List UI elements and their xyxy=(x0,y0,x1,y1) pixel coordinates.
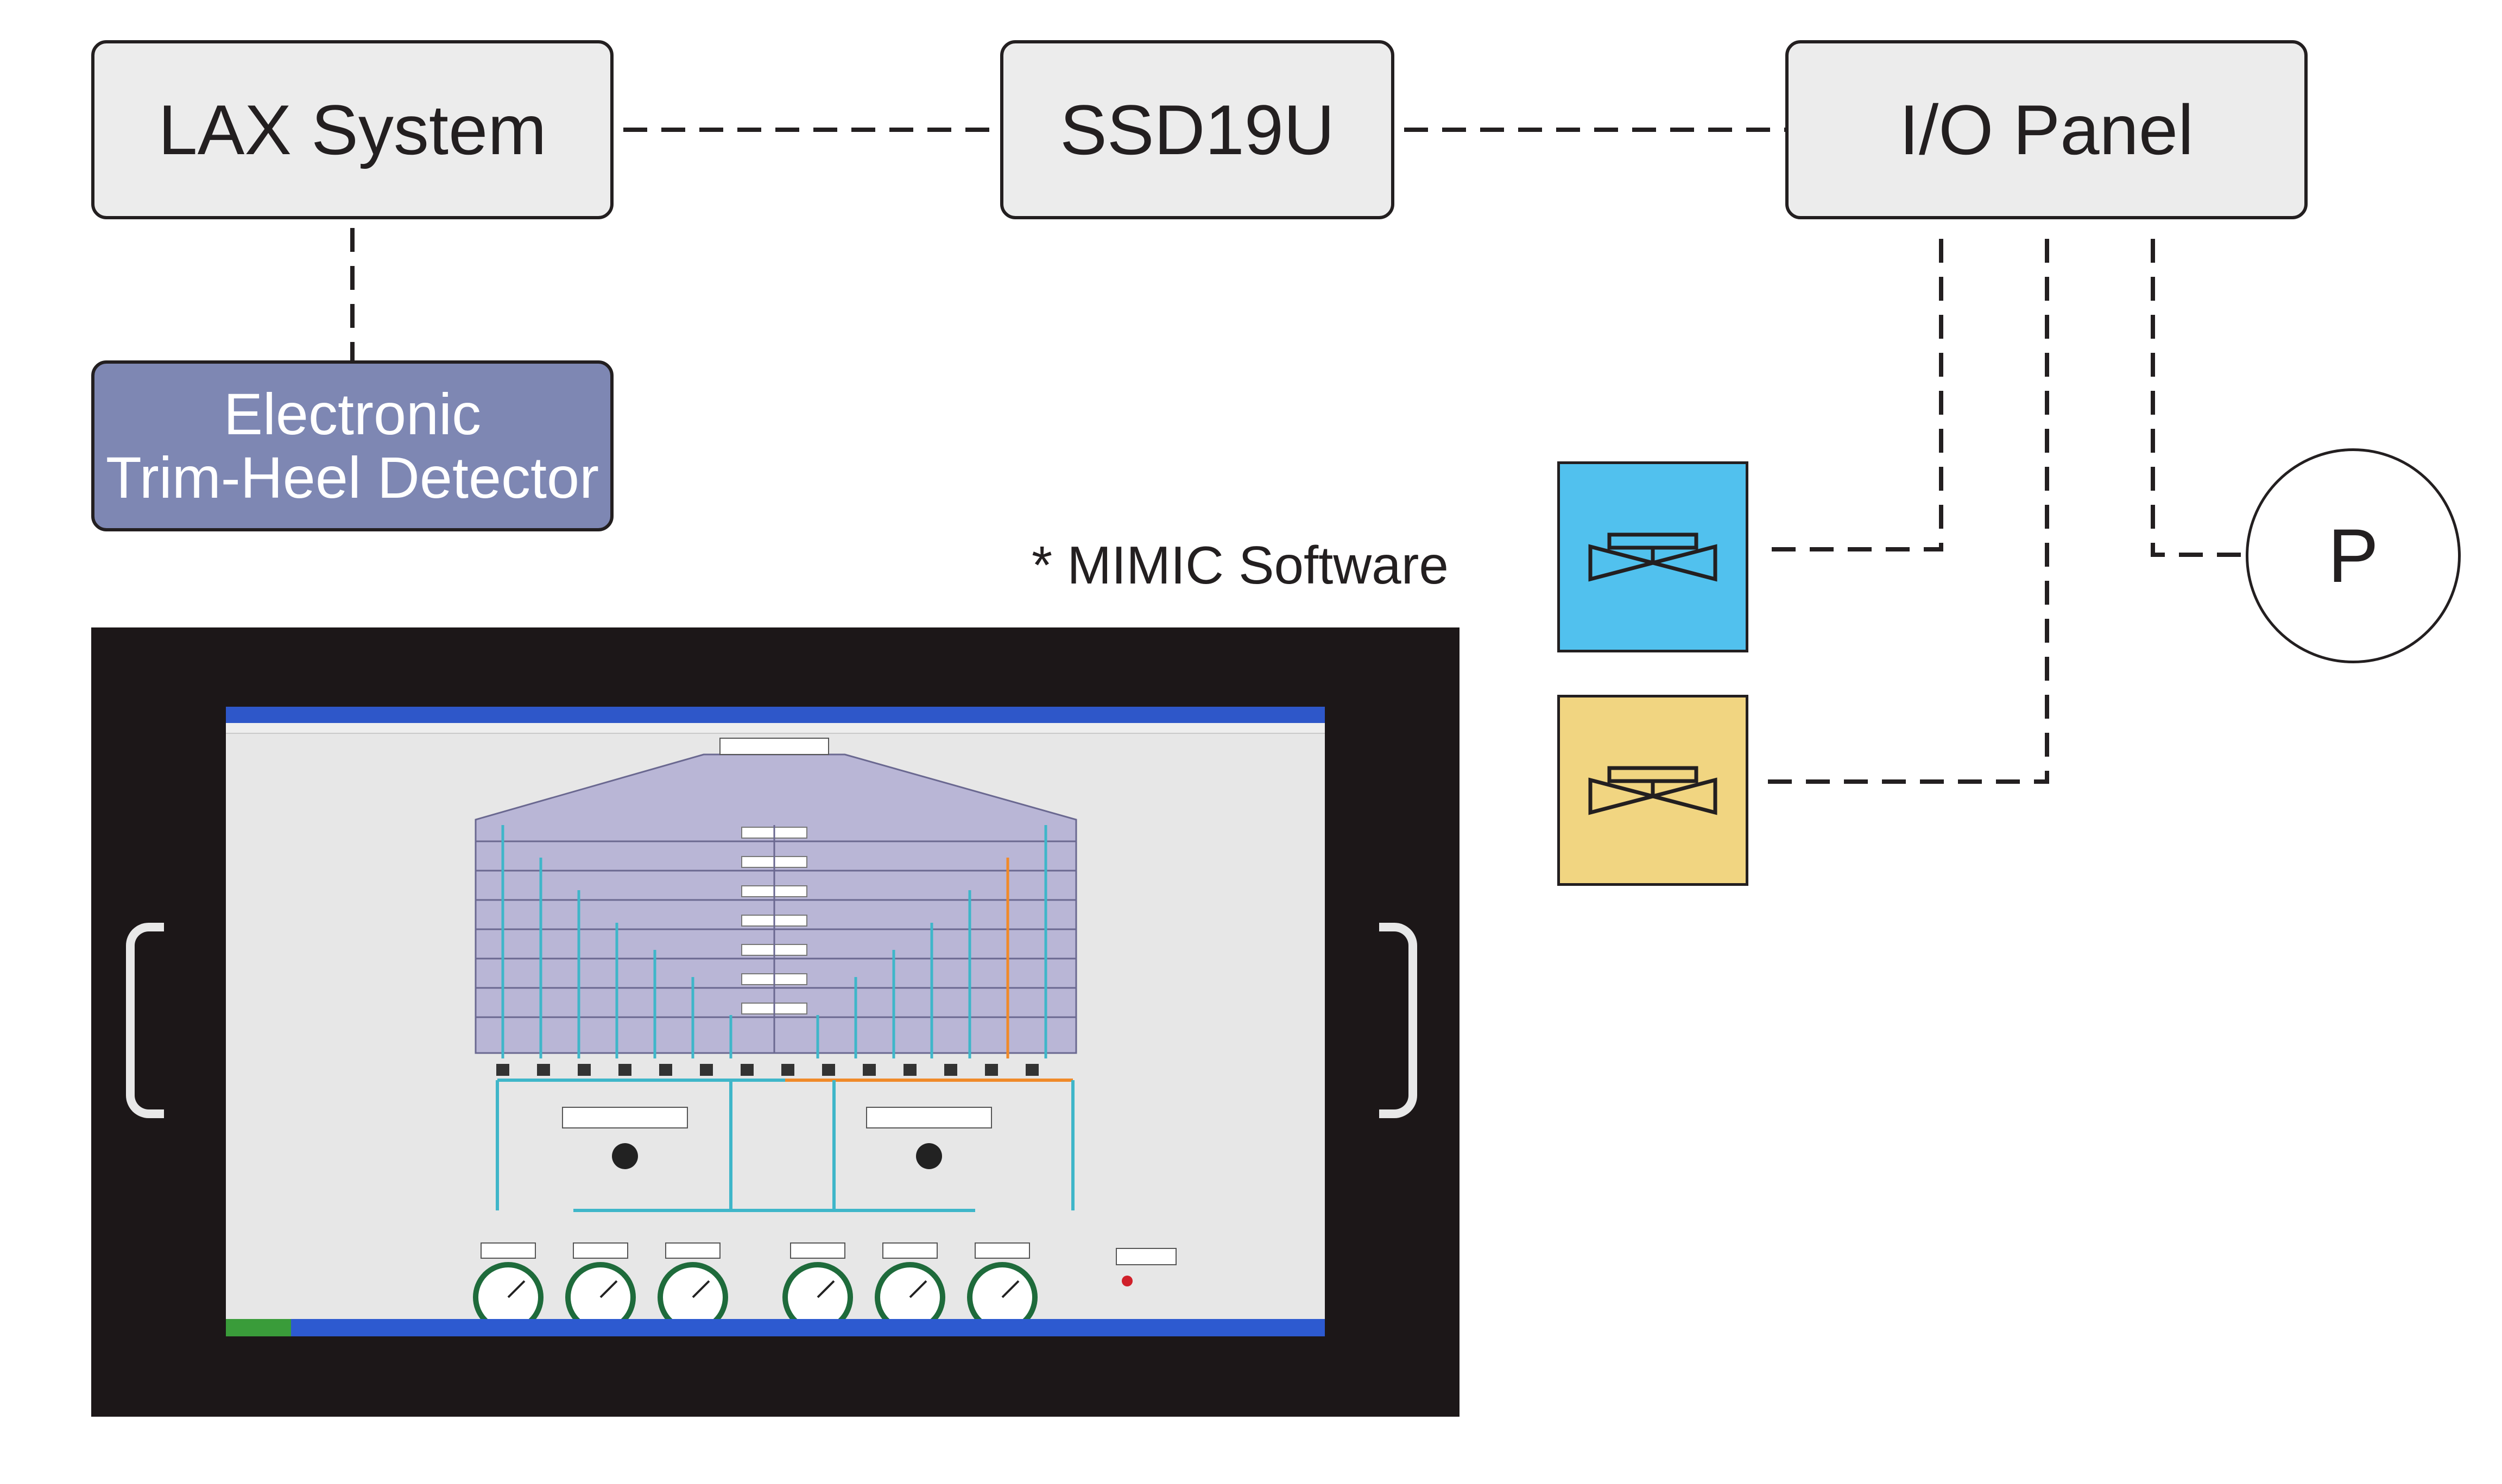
yellow-valve-box xyxy=(1557,695,1748,886)
mimic-gauge-needle xyxy=(599,1280,618,1298)
pump-label: P xyxy=(2328,513,2379,598)
ssd19u-label: SSD19U xyxy=(1060,90,1335,169)
trim-heel-detector-node: Electronic Trim-Heel Detector xyxy=(91,360,614,531)
mimic-alarm-box xyxy=(1116,1248,1177,1265)
mimic-software-screen xyxy=(226,707,1325,1336)
screen-titlebar xyxy=(226,707,1325,723)
mimic-valve-icon xyxy=(496,1064,509,1076)
screen-taskbar xyxy=(226,1319,1325,1336)
mimic-gauge-icon xyxy=(658,1262,728,1319)
ssd19u-node: SSD19U xyxy=(1000,40,1394,219)
link-io-pump xyxy=(2151,239,2246,557)
io-panel-label: I/O Panel xyxy=(1899,90,2194,169)
mimic-valve-icon xyxy=(578,1064,591,1076)
monitor-handle-right xyxy=(1379,923,1417,1118)
mimic-gauge-label-box xyxy=(790,1242,845,1259)
mimic-tank xyxy=(475,753,1077,1054)
trim-heel-label-line2: Trim-Heel Detector xyxy=(105,444,599,510)
mimic-gauge-label-box xyxy=(481,1242,536,1259)
mimic-valve-icon xyxy=(822,1064,835,1076)
mimic-pump-label-box xyxy=(562,1107,688,1128)
mimic-valve-icon xyxy=(537,1064,550,1076)
monitor-handle-left xyxy=(126,923,164,1118)
mimic-gauge-icon xyxy=(967,1262,1038,1319)
mimic-gauge-needle xyxy=(909,1280,927,1298)
mimic-gauge-label-box xyxy=(975,1242,1030,1259)
mimic-pump-icon xyxy=(612,1143,638,1169)
gate-valve-icon xyxy=(1588,532,1717,582)
mimic-gauge-label-box xyxy=(665,1242,721,1259)
mimic-valve-icon xyxy=(904,1064,917,1076)
mimic-valve-icon xyxy=(863,1064,876,1076)
mimic-alarm-light-icon xyxy=(1122,1276,1133,1286)
mimic-schematic xyxy=(473,738,1177,1319)
mimic-gauge-needle xyxy=(1001,1280,1020,1298)
screen-start-button xyxy=(226,1319,291,1336)
mimic-gauge-icon xyxy=(782,1262,853,1319)
mimic-valve-icon xyxy=(1026,1064,1039,1076)
lax-system-label: LAX System xyxy=(158,90,547,169)
mimic-software-caption: * MIMIC Software xyxy=(1032,535,1449,595)
mimic-gauge-icon xyxy=(473,1262,544,1319)
mimic-pump-icon xyxy=(916,1143,942,1169)
trim-heel-label-line1: Electronic xyxy=(223,380,482,447)
mimic-valve-icon xyxy=(985,1064,998,1076)
mimic-valve-icon xyxy=(659,1064,672,1076)
mimic-valve-icon xyxy=(700,1064,713,1076)
mimic-pump-label-box xyxy=(866,1107,992,1128)
mimic-gauge-icon xyxy=(875,1262,945,1319)
mimic-gauge-icon xyxy=(565,1262,636,1319)
blue-valve-box xyxy=(1557,461,1748,652)
mimic-gauge-needle xyxy=(692,1280,710,1298)
mimic-valve-icon xyxy=(741,1064,754,1076)
mimic-gauge-label-box xyxy=(882,1242,938,1259)
mimic-title-box xyxy=(719,738,829,755)
link-io-blue-valve xyxy=(1759,239,1943,551)
pump-circle-icon: P xyxy=(2246,448,2461,663)
mimic-gauge-needle xyxy=(817,1280,835,1298)
mimic-gauge-needle xyxy=(507,1280,526,1298)
mimic-gauge-label-box xyxy=(573,1242,628,1259)
mimic-valve-icon xyxy=(944,1064,957,1076)
lax-system-node: LAX System xyxy=(91,40,614,219)
io-panel-node: I/O Panel xyxy=(1785,40,2308,219)
mimic-valve-icon xyxy=(618,1064,631,1076)
link-io-yellow-valve xyxy=(1759,239,2049,784)
screen-menubar xyxy=(226,723,1325,734)
gate-valve-icon xyxy=(1588,766,1717,815)
mimic-valve-icon xyxy=(781,1064,794,1076)
